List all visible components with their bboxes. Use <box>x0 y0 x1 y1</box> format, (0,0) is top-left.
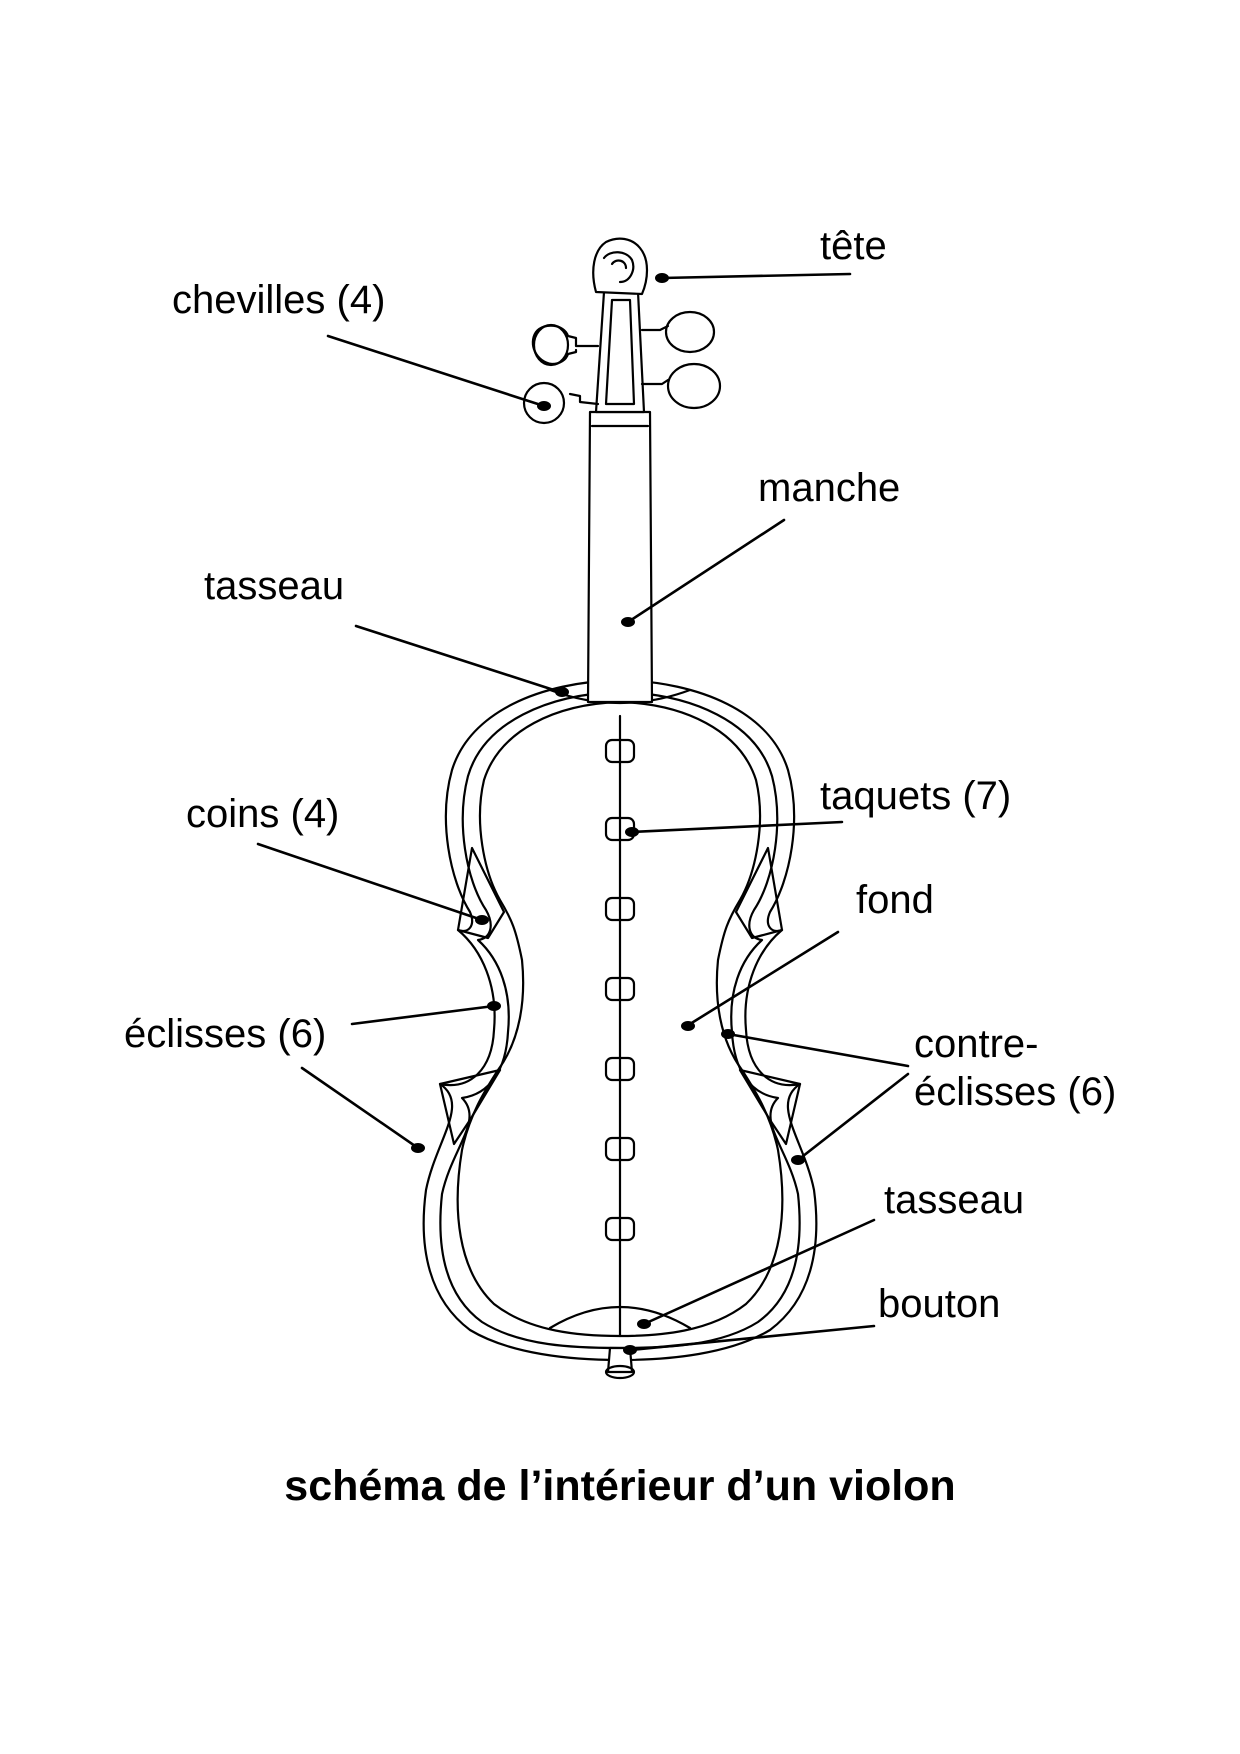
cleat <box>604 976 636 1002</box>
dot-tete <box>655 273 669 283</box>
cleats <box>604 738 636 1242</box>
label-contre-eclisses-line1: contre- <box>914 1022 1039 1066</box>
peg-head <box>664 310 716 354</box>
leader-contre-2 <box>796 1072 910 1162</box>
leader-eclisses-2 <box>300 1066 420 1150</box>
peg-right-upper <box>640 324 670 332</box>
cleat <box>604 1216 636 1242</box>
dot-eclisses-2 <box>411 1143 425 1153</box>
dot-contre-1 <box>721 1029 735 1039</box>
dot-tasseau-top <box>555 687 569 697</box>
leader-chevilles <box>326 334 546 408</box>
leader-taquets <box>630 820 844 834</box>
scroll-curl <box>602 251 635 284</box>
corner-block-lower-right <box>738 1068 802 1146</box>
pegbox-inner <box>604 298 636 406</box>
label-contre-eclisses-line2: éclisses (6) <box>914 1070 1117 1114</box>
dot-manche <box>621 617 635 627</box>
dot-eclisses-1 <box>487 1001 501 1011</box>
peg-head <box>666 362 722 410</box>
leader-fond <box>688 930 840 1026</box>
scroll <box>592 237 649 296</box>
dot-fond <box>681 1021 695 1031</box>
leader-tasseau-bottom <box>642 1218 876 1326</box>
pegs <box>522 310 722 425</box>
label-tasseau-bottom: tasseau <box>884 1178 1025 1222</box>
scroll-curl-inner <box>610 259 628 270</box>
leader-tete <box>660 272 852 280</box>
corner-block-upper-right <box>734 846 784 940</box>
label-tete: tête <box>820 224 887 268</box>
dot-taquets <box>625 827 639 837</box>
cleat <box>604 1056 636 1082</box>
peg-head <box>532 323 570 367</box>
diagram-title: schéma de l’intérieur d’un violon <box>284 1462 956 1510</box>
label-manche: manche <box>758 466 901 510</box>
pegbox <box>594 290 646 414</box>
leader-tasseau-top <box>354 624 562 694</box>
label-eclisses: éclisses (6) <box>124 1012 327 1056</box>
leader-lines <box>256 272 910 1352</box>
cleat <box>604 738 636 764</box>
peg-left-upper <box>531 324 600 366</box>
leader-contre-1 <box>726 1032 910 1068</box>
dot-chevilles <box>537 401 551 411</box>
leader-eclisses-1 <box>350 1004 496 1026</box>
neck <box>586 410 654 704</box>
label-bouton: bouton <box>878 1282 1001 1326</box>
dot-coins <box>475 915 489 925</box>
dot-tasseau-bottom <box>637 1319 651 1329</box>
peg-left-lower <box>568 392 600 406</box>
label-tasseau-top: tasseau <box>204 564 345 608</box>
label-coins: coins (4) <box>186 792 340 836</box>
leader-manche <box>626 518 786 624</box>
dot-contre-2 <box>791 1155 805 1165</box>
cleat <box>604 1136 636 1162</box>
leader-bouton <box>628 1324 876 1352</box>
dot-bouton <box>623 1345 637 1355</box>
leader-dots <box>411 273 805 1355</box>
corner-block-lower-left <box>438 1068 502 1146</box>
corner-block-upper-left <box>456 846 506 940</box>
peg-head <box>522 381 566 425</box>
cleat <box>604 896 636 922</box>
label-chevilles: chevilles (4) <box>172 278 386 322</box>
end-button-cap <box>604 1364 636 1380</box>
peg-right-lower <box>640 378 670 386</box>
label-fond: fond <box>856 878 934 922</box>
leader-coins <box>256 842 484 922</box>
label-taquets: taquets (7) <box>820 774 1012 818</box>
